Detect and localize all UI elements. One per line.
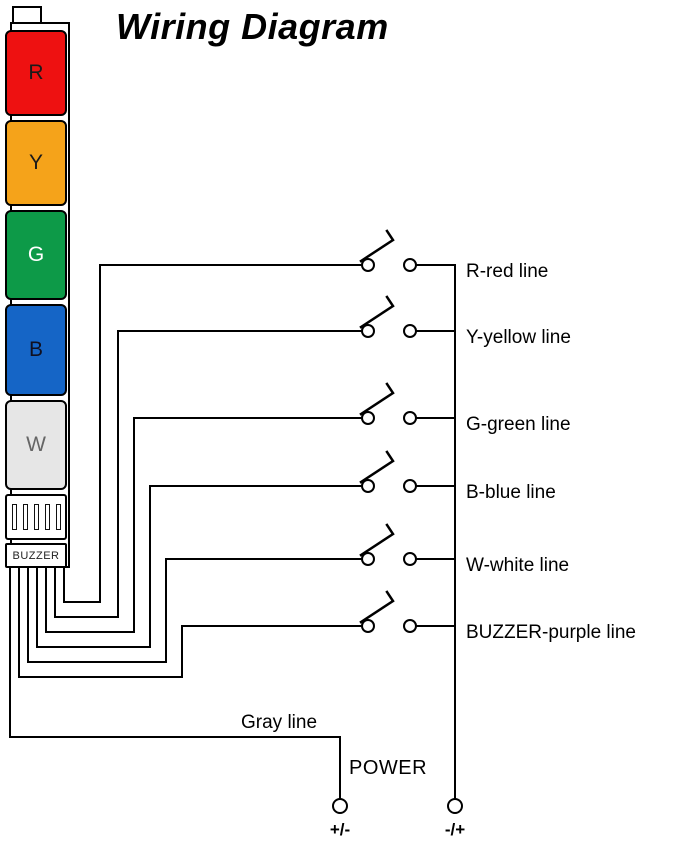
switch-contact-right bbox=[403, 411, 417, 425]
power-terminal-left bbox=[332, 798, 348, 814]
wire-yellow-left bbox=[54, 330, 362, 618]
label-gray-line: Gray line bbox=[241, 712, 318, 733]
switch-contact-right bbox=[403, 479, 417, 493]
tower-segment-yellow: Y bbox=[5, 120, 67, 206]
switch-symbol-green bbox=[359, 382, 417, 425]
switch-symbol-white bbox=[359, 523, 417, 566]
label-white-line: W-white line bbox=[466, 555, 570, 576]
vent-slit bbox=[44, 504, 50, 530]
buzzer-vents bbox=[5, 494, 67, 540]
vent-slit bbox=[55, 504, 61, 530]
segment-label-blue: B bbox=[28, 338, 43, 361]
vent-slit bbox=[22, 504, 28, 530]
wire-buzzer-left bbox=[18, 567, 362, 678]
label-buzzer-line: BUZZER-purple line bbox=[466, 622, 636, 643]
switch-contact-right bbox=[403, 619, 417, 633]
label-green-line: G-green line bbox=[466, 414, 571, 435]
terminal-label-left: +/- bbox=[329, 820, 351, 839]
label-yellow-line: Y-yellow line bbox=[466, 327, 571, 348]
switch-contact-left bbox=[361, 258, 375, 272]
switch-lever-icon bbox=[359, 450, 395, 484]
label-red-line: R-red line bbox=[466, 261, 549, 282]
power-label: POWER bbox=[349, 757, 428, 779]
segment-label-white: W bbox=[26, 433, 46, 456]
tower-segment-white: W bbox=[5, 400, 67, 490]
switch-lever-icon bbox=[359, 523, 395, 557]
switch-lever-icon bbox=[359, 295, 395, 329]
switch-contact-left bbox=[361, 479, 375, 493]
switch-contact-right bbox=[403, 552, 417, 566]
switch-symbol-red bbox=[359, 229, 417, 272]
switch-contact-left bbox=[361, 619, 375, 633]
page-title: Wiring Diagram bbox=[116, 6, 389, 47]
switch-lever-icon bbox=[359, 382, 395, 416]
power-terminal-right bbox=[447, 798, 463, 814]
switch-contact-left bbox=[361, 411, 375, 425]
vent-slit bbox=[33, 504, 39, 530]
label-blue-line: B-blue line bbox=[466, 482, 556, 503]
switch-symbol-blue bbox=[359, 450, 417, 493]
switch-symbol-buzzer bbox=[359, 590, 417, 633]
switch-contact-left bbox=[361, 324, 375, 338]
wire-green-left bbox=[45, 417, 362, 633]
switch-lever-icon bbox=[359, 590, 395, 624]
wire-blue-left bbox=[36, 485, 362, 648]
switch-lever-icon bbox=[359, 229, 395, 263]
switch-contact-right bbox=[403, 258, 417, 272]
segment-label-yellow: Y bbox=[28, 151, 43, 174]
buzzer-label: BUZZER bbox=[12, 549, 60, 562]
segment-label-green: G bbox=[27, 243, 45, 266]
switch-symbol-yellow bbox=[359, 295, 417, 338]
tower-segment-blue: B bbox=[5, 304, 67, 396]
segment-label-red: R bbox=[28, 61, 44, 84]
gray-wire bbox=[9, 567, 341, 800]
tower-segment-green: G bbox=[5, 210, 67, 300]
terminal-label-right: -/+ bbox=[444, 820, 466, 839]
vent-slit bbox=[11, 504, 17, 530]
switch-contact-left bbox=[361, 552, 375, 566]
switch-contact-right bbox=[403, 324, 417, 338]
tower-segment-red: R bbox=[5, 30, 67, 116]
wire-red-left bbox=[63, 264, 362, 603]
wire-white-left bbox=[27, 558, 362, 663]
